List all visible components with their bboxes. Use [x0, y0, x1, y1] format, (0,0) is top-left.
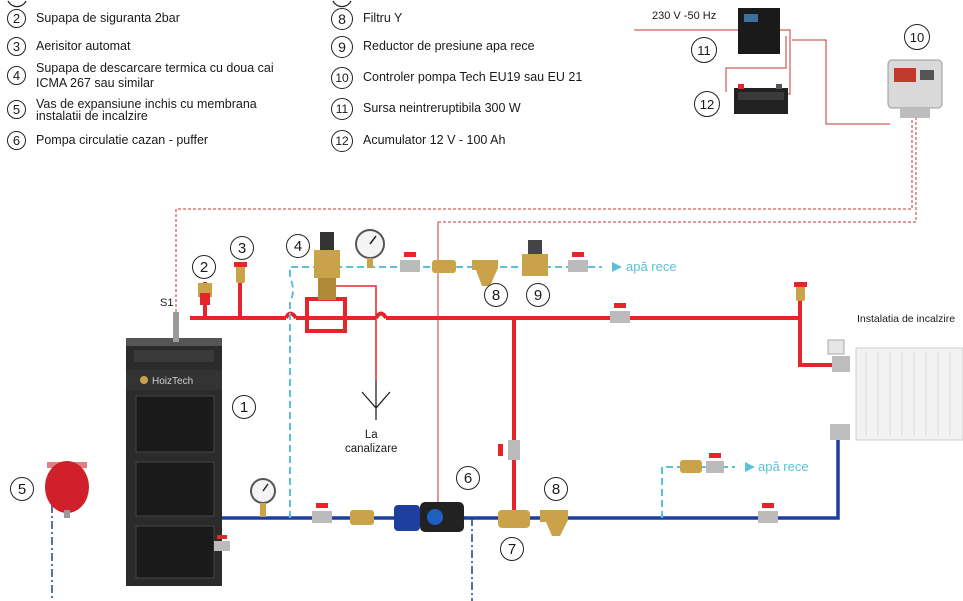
callout-4: 4 — [286, 234, 310, 258]
legend-item-10: 10 Controler pompa Tech EU19 sau EU 21 — [331, 67, 582, 89]
legend-item-4: 4 Supapa de descarcare termica cu doua c… — [7, 62, 274, 89]
brass-fittings — [350, 260, 702, 536]
legend-number: 6 — [7, 131, 26, 150]
callout-11: 11 — [691, 37, 717, 63]
legend-number: 10 — [331, 67, 353, 89]
legend-number: 8 — [331, 8, 353, 30]
battery — [734, 84, 788, 114]
legend-text: Pompa circulatie cazan - puffer — [36, 133, 209, 147]
boiler-brand: HoizTech — [152, 376, 193, 387]
sensor-label: S1 — [160, 297, 174, 309]
air-vent — [234, 262, 247, 283]
legend-item-9: 9 Reductor de presiune apa rece — [331, 36, 535, 58]
pressure-gauge-bottom — [250, 478, 276, 517]
callout-8b: 8 — [544, 477, 568, 501]
callout-8a: 8 — [484, 283, 508, 307]
legend-item-12: 12 Acumulator 12 V - 100 Ah — [331, 130, 505, 152]
lower-dashdot-lines — [51, 505, 473, 601]
heating-install-label: Instalatia de incalzire — [857, 313, 956, 325]
callout-5: 5 — [10, 477, 34, 501]
callout-10: 10 — [904, 24, 930, 50]
legend-item-3: 3 Aerisitor automat — [7, 37, 130, 56]
legend-text: Filtru Y — [363, 11, 403, 25]
ups-unit — [738, 8, 780, 54]
cropped-marker-right — [332, 0, 352, 8]
callout-7: 7 — [500, 537, 524, 561]
legend-item-8: 8 Filtru Y — [331, 8, 402, 30]
legend-number: 9 — [331, 36, 353, 58]
pressure-reducer — [522, 240, 548, 276]
callout-1: 1 — [232, 395, 256, 419]
callout-12: 12 — [694, 91, 720, 117]
legend-item-11: 11 Sursa neintreruptibila 300 W — [331, 98, 521, 120]
cold-water-label-bottom: apă rece — [758, 459, 809, 474]
hot-supply-pipe — [190, 280, 835, 520]
expansion-vessel — [45, 461, 89, 518]
legend-text: Reductor de presiune apa rece — [363, 39, 535, 53]
legend-number: 4 — [7, 66, 26, 85]
legend-number: 11 — [331, 98, 353, 120]
legend-text: Acumulator 12 V - 100 Ah — [363, 133, 506, 147]
boiler: HoizTech — [126, 338, 222, 586]
drain-label: La canalizare — [345, 429, 398, 455]
legend-text: Aerisitor automat — [36, 39, 131, 53]
safety-valve — [198, 283, 212, 305]
legend-item-6: 6 Pompa circulatie cazan - puffer — [7, 131, 208, 150]
cold-water-label-top: apă rece — [626, 259, 677, 274]
legend-number: 12 — [331, 130, 353, 152]
callout-9: 9 — [526, 283, 550, 307]
thermal-valve-body — [305, 297, 347, 333]
circulation-pump — [394, 502, 464, 532]
legend-item-2: 2 Supapa de siguranta 2bar — [7, 9, 180, 28]
radiator — [827, 339, 963, 441]
cold-water-arrows — [612, 262, 755, 472]
air-vent-right — [794, 282, 807, 301]
sensor-s1 — [173, 312, 179, 342]
legend-number: 5 — [7, 100, 26, 119]
thermal-discharge-valve — [314, 232, 340, 300]
power-label: 230 V -50 Hz — [652, 10, 717, 22]
drain-funnel — [361, 380, 391, 420]
legend-text: Controler pompa Tech EU19 sau EU 21 — [363, 70, 583, 84]
legend-text: Sursa neintreruptibila 300 W — [363, 101, 521, 115]
legend-number: 3 — [7, 37, 26, 56]
ball-valves — [214, 252, 778, 551]
cropped-marker-left — [7, 0, 27, 8]
pressure-gauge-top — [355, 229, 385, 268]
callout-3: 3 — [230, 236, 254, 260]
callout-6: 6 — [456, 466, 480, 490]
legend-text: Supapa de descarcare termica cu doua cai… — [36, 61, 274, 90]
pump-controller — [887, 59, 943, 118]
cold-return-pipe — [208, 440, 840, 520]
legend-text: Supapa de siguranta 2bar — [36, 11, 180, 25]
callout-2: 2 — [192, 255, 216, 279]
legend-number: 2 — [7, 9, 26, 28]
